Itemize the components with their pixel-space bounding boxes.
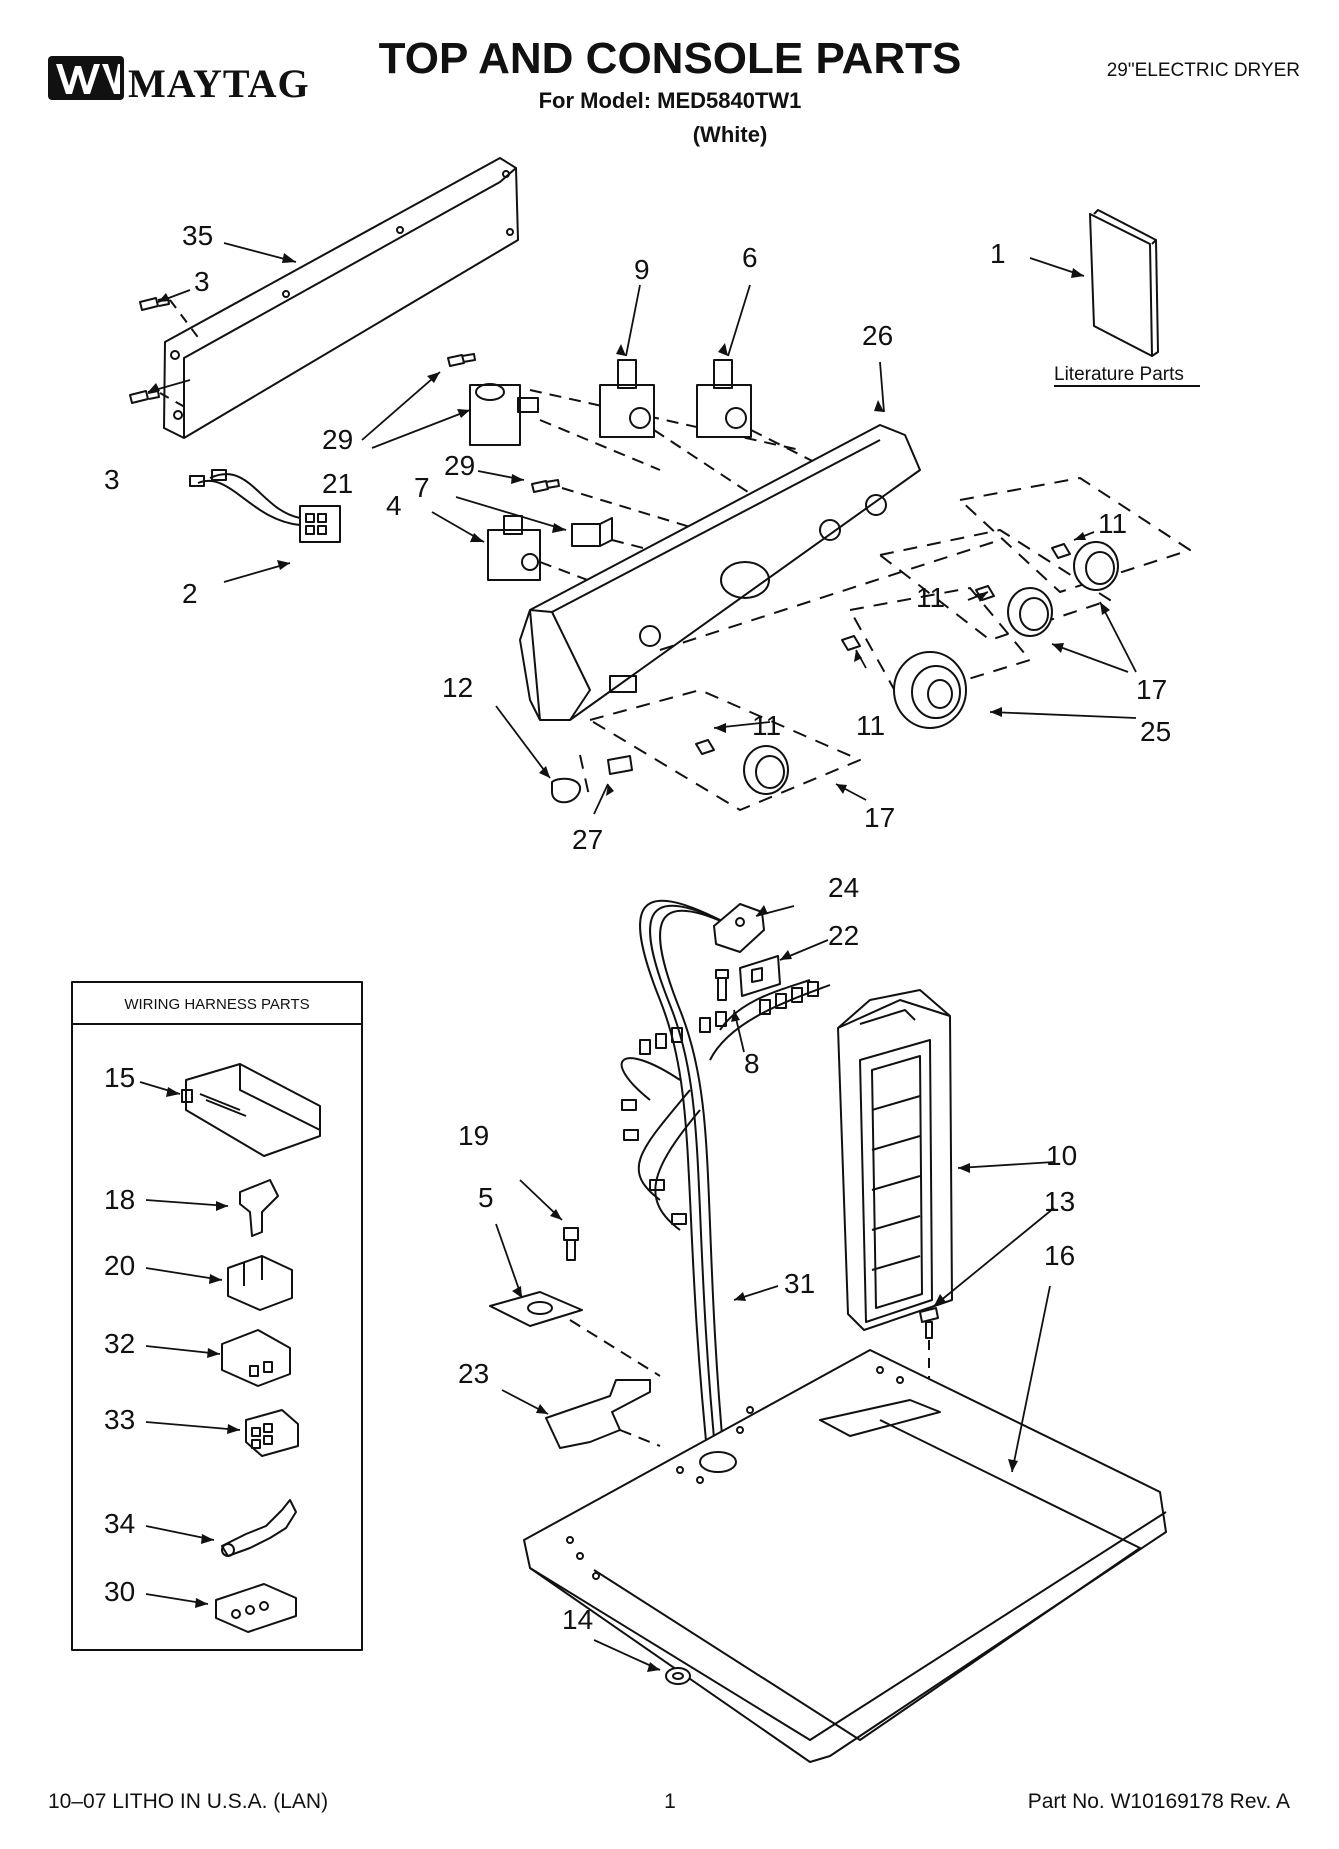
harness-part-30-drawing bbox=[215, 1583, 297, 1633]
brand-name: MAYTAG bbox=[128, 61, 310, 106]
timer-switch-part bbox=[469, 383, 801, 471]
footer-print-info: 10–07 LITHO IN U.S.A. (LAN) bbox=[48, 1790, 329, 1813]
screw-part-29a bbox=[447, 353, 476, 367]
clip-part-11c bbox=[841, 635, 861, 651]
lint-filter-part bbox=[837, 989, 953, 1331]
back-bracket-part bbox=[163, 157, 519, 439]
leader-arrowheads bbox=[148, 253, 1110, 1672]
harness-part-20-drawing bbox=[227, 1255, 293, 1311]
console-panel-part bbox=[519, 424, 921, 721]
callout-4: 4 bbox=[386, 490, 402, 521]
knob-part-17b bbox=[1007, 587, 1053, 637]
knob-projection-lines bbox=[579, 477, 1191, 811]
harness-callout-30: 30 bbox=[104, 1576, 136, 1607]
callout-3: 3 bbox=[104, 464, 120, 495]
harness-part-34-drawing bbox=[221, 1499, 297, 1557]
harness-callout-15: 15 bbox=[104, 1062, 136, 1093]
literature-booklet bbox=[1054, 209, 1200, 387]
screw-part-8 bbox=[715, 969, 729, 1001]
callout-31: 31 bbox=[784, 1268, 816, 1299]
harness-part-33-drawing bbox=[245, 1409, 299, 1457]
callout-21: 21 bbox=[322, 468, 354, 499]
callout-3: 3 bbox=[194, 266, 210, 297]
harness-box-header: WIRING HARNESS PARTS bbox=[124, 996, 310, 1013]
callout-22: 22 bbox=[828, 920, 860, 951]
washer-part-14 bbox=[665, 1667, 691, 1685]
callout-9: 9 bbox=[634, 254, 650, 285]
label-part-27 bbox=[607, 755, 633, 775]
callout-35: 35 bbox=[182, 220, 214, 251]
page-number: 1 bbox=[664, 1790, 676, 1813]
callout-29: 29 bbox=[322, 424, 354, 455]
knob-part-17a bbox=[1073, 541, 1119, 591]
product-type: 29"ELECTRIC DRYER bbox=[1106, 60, 1300, 81]
callout-8: 8 bbox=[744, 1048, 760, 1079]
screw-part-13 bbox=[919, 1307, 939, 1400]
clip-part-11d bbox=[695, 739, 715, 755]
harness-callout-34: 34 bbox=[104, 1508, 136, 1539]
top-panel-part bbox=[523, 1349, 1167, 1763]
screw-part-19 bbox=[563, 1227, 579, 1261]
connector-block-part-24 bbox=[713, 903, 765, 953]
callout-24: 24 bbox=[828, 872, 860, 903]
callout-1: 1 bbox=[990, 238, 1006, 269]
literature-parts-label: Literature Parts bbox=[1054, 364, 1184, 385]
callout-26: 26 bbox=[862, 320, 894, 351]
screw-part-3b bbox=[129, 390, 191, 411]
maytag-logo bbox=[48, 56, 124, 100]
leader-lines bbox=[147, 242, 1137, 1671]
callout-11: 11 bbox=[752, 710, 782, 741]
callout-16: 16 bbox=[1044, 1240, 1076, 1271]
switch-part-9 bbox=[599, 359, 761, 501]
callout-17: 17 bbox=[864, 802, 896, 833]
callout-29: 29 bbox=[444, 450, 476, 481]
callout-11: 11 bbox=[916, 582, 946, 613]
callout-2: 2 bbox=[182, 578, 198, 609]
callout-25: 25 bbox=[1140, 716, 1172, 747]
color-line: (White) bbox=[692, 122, 768, 147]
bracket-part-23 bbox=[545, 1379, 661, 1449]
callout-6: 6 bbox=[742, 242, 758, 273]
bracket-part-5 bbox=[489, 1291, 661, 1377]
clip-part-11a bbox=[1051, 543, 1071, 559]
harness-callout-20: 20 bbox=[104, 1250, 136, 1281]
knob-part-17c bbox=[743, 745, 789, 795]
harness-callout-18: 18 bbox=[104, 1184, 136, 1215]
callout-19: 19 bbox=[458, 1120, 490, 1151]
callout-23: 23 bbox=[458, 1358, 490, 1389]
callout-10: 10 bbox=[1046, 1140, 1078, 1171]
callout-11: 11 bbox=[1098, 508, 1128, 539]
screw-part-29b bbox=[531, 479, 701, 531]
wire-harness-part bbox=[620, 899, 831, 1481]
callout-7: 7 bbox=[414, 472, 430, 503]
part-number: Part No. W10169178 Rev. A bbox=[1027, 1790, 1290, 1813]
switch-part-6 bbox=[696, 359, 851, 481]
callout-5: 5 bbox=[478, 1182, 494, 1213]
harness-callout-33: 33 bbox=[104, 1404, 136, 1435]
harness-part-18-drawing bbox=[239, 1179, 279, 1237]
callout-12: 12 bbox=[442, 672, 474, 703]
harness-connector-part bbox=[189, 469, 341, 543]
harness-part-32-drawing bbox=[221, 1329, 291, 1387]
wiring-harness-box bbox=[71, 981, 363, 1651]
callout-27: 27 bbox=[572, 824, 604, 855]
callout-13: 13 bbox=[1044, 1186, 1076, 1217]
model-line: For Model: MED5840TW1 bbox=[538, 88, 802, 113]
callout-11: 11 bbox=[856, 710, 886, 741]
page-title: TOP AND CONSOLE PARTS bbox=[378, 34, 962, 83]
bracket-part-22 bbox=[739, 955, 781, 997]
strain-clip-part bbox=[551, 777, 582, 804]
harness-callout-32: 32 bbox=[104, 1328, 136, 1359]
knob-part-25 bbox=[893, 651, 967, 729]
callout-14: 14 bbox=[562, 1604, 594, 1635]
harness-part-15-drawing bbox=[181, 1063, 321, 1157]
callout-17: 17 bbox=[1136, 674, 1168, 705]
